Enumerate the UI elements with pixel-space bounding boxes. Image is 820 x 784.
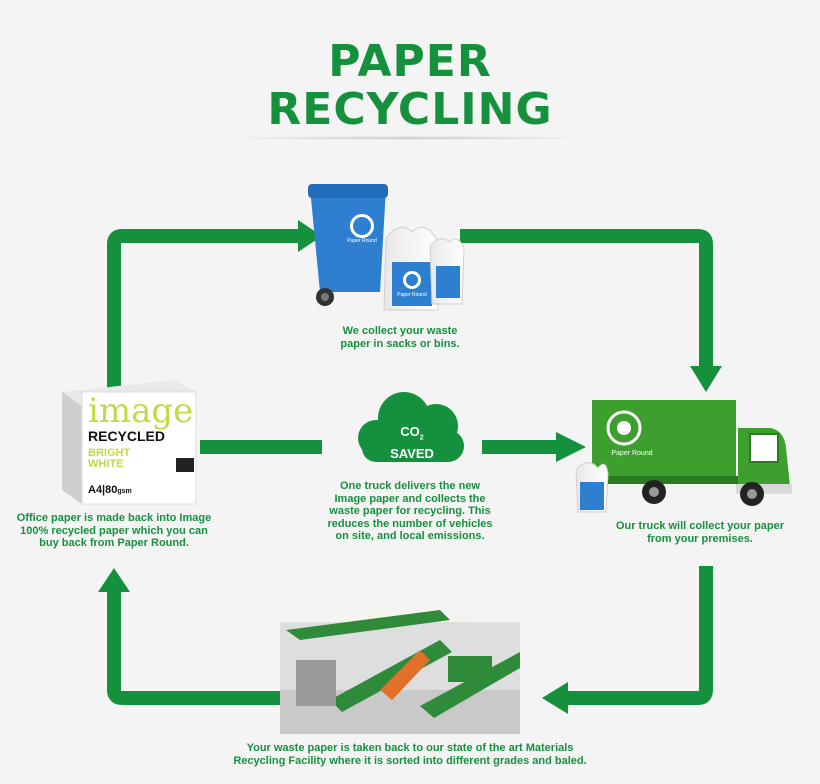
bin-logo-label: Paper Round [347,238,377,244]
caption-collect-line1: We collect your waste [342,325,458,337]
caption-truck-line2: from your premises. [647,532,753,545]
caption-truck: Our truck will collect your paper from y… [600,520,800,545]
arrowhead-right-top [298,220,322,252]
caption-office-line1: Office paper is made back into Image [16,512,212,524]
caption-center-line5: on site, and local emissions. [335,530,485,542]
saved-text: SAVED [390,445,434,461]
caption-center-line3: waste paper for recycling. This [329,505,491,517]
ream-brand: image [88,391,194,431]
ream-recycled: RECYCLED [88,428,166,444]
truck-logo-label: Paper Round [611,450,653,457]
caption-facility-line2: Recycling Facility where it is sorted in… [233,754,587,767]
arrowhead-center-right [556,432,586,462]
caption-collect-line2: paper in sacks or bins. [340,337,460,350]
caption-office: Office paper is made back into Image 100… [0,512,228,550]
sack-large [383,226,439,311]
truck-sack [575,462,609,513]
arrowhead-left-bottom [542,682,568,714]
caption-collect: We collect your waste paper in sacks or … [300,325,500,350]
arrow-facility-to-office [107,590,280,705]
recycling-facility [280,564,520,734]
caption-center: One truck delivers the new Image paper a… [310,480,510,543]
caption-office-line3: buy back from Paper Round. [39,537,189,549]
caption-facility-line1: Your waste paper is taken back to our st… [246,742,574,754]
ream-white: WHITE [88,458,124,470]
ream-size-unit: gsm [117,488,132,495]
ream-size-value: A4|80 [88,484,118,496]
arrow-truck-to-facility [566,566,713,705]
paper-ream [62,380,197,505]
ream-bright: BRIGHT [88,447,131,459]
caption-office-line2: 100% recycled paper which you can [20,524,208,537]
caption-facility: Your waste paper is taken back to our st… [180,742,640,767]
ream-size: A4|80gsm [88,484,132,496]
caption-center-line4: reduces the number of vehicles [327,517,493,530]
co2-cloud [358,392,464,462]
caption-truck-line1: Our truck will collect your paper [615,520,785,532]
sack-small [429,238,465,305]
arrowhead-up-left [98,568,130,592]
title-underline [220,136,600,140]
arrow-heads [98,220,722,714]
sack-logo-label: Paper Round [397,292,427,298]
truck [592,400,792,506]
co2-subscript: 2 [419,434,424,442]
title-line-2: RECYCLING [267,84,553,135]
caption-center-line2: Image paper and collects the [334,492,486,505]
title-line-1: PAPER [328,36,492,87]
co2-label: CO2 SAVED [376,424,448,461]
arrow-office-to-bins [107,229,300,392]
caption-center-line1: One truck delivers the new [340,480,480,492]
wheelie-bin [308,184,388,306]
arrowhead-down-right [690,366,722,392]
arrow-bins-to-truck [460,229,713,370]
cycle-arrows [107,229,713,705]
co2-text: CO [400,424,420,439]
